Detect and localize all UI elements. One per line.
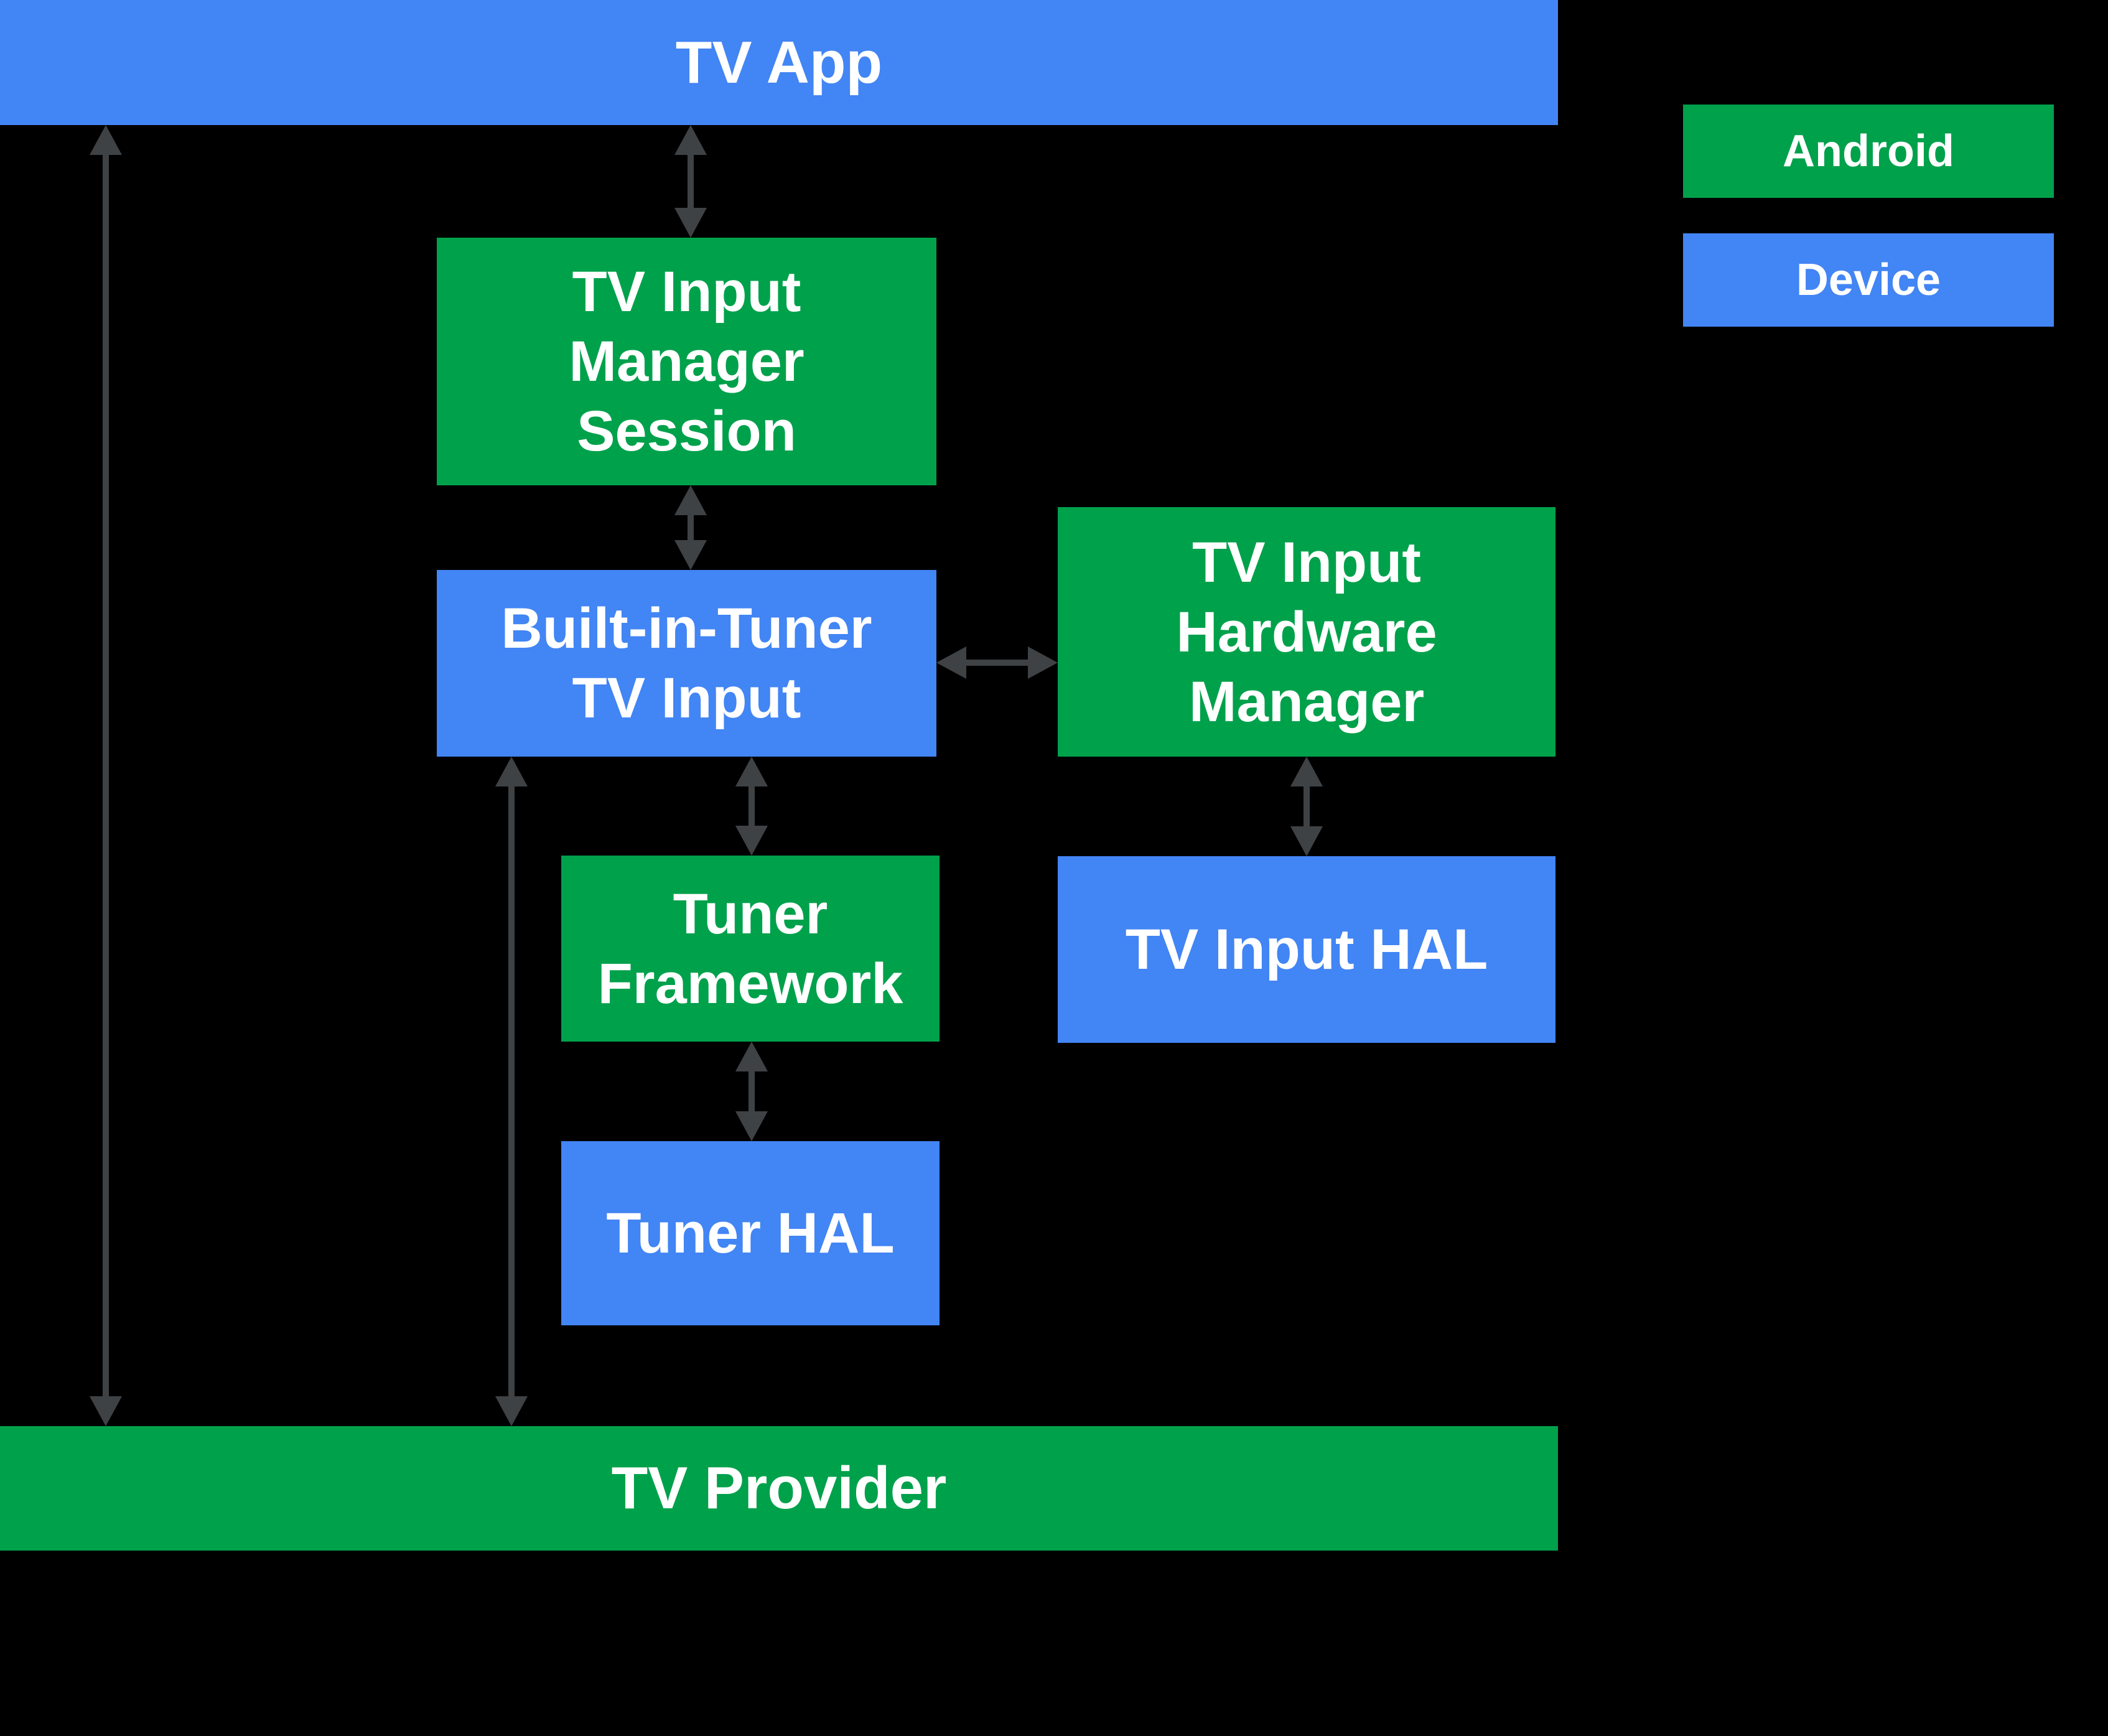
arrow-tv-input-hardware-manager-tv-input-hal xyxy=(1290,757,1323,856)
node-tv-input-manager-session-label: Session xyxy=(577,399,796,463)
node-tv-input-hal: TV Input HAL xyxy=(1058,856,1555,1043)
node-tv-input-manager-session-label: TV Input xyxy=(572,260,801,324)
arrow-tv-app-tv-provider xyxy=(90,125,122,1426)
arrow-tv-input-manager-session-built-in-tuner-tv-input xyxy=(674,485,707,570)
arrow-down-head-icon xyxy=(495,1396,528,1426)
node-tv-app: TV App xyxy=(0,0,1558,125)
arrow-tv-app-tv-input-manager-session xyxy=(674,125,707,238)
arrow-shaft xyxy=(688,152,694,210)
node-tv-input-manager-session-label: Manager xyxy=(569,330,804,393)
node-tv-input-hardware-manager-label: Manager xyxy=(1188,670,1425,734)
arrow-up-head-icon xyxy=(90,125,122,155)
arrow-up-head-icon xyxy=(735,1042,768,1071)
node-built-in-tuner-tv-input-label: Built-in-Tuner xyxy=(501,597,872,660)
legend-device-label: Device xyxy=(1796,255,1941,305)
legend-android-label: Android xyxy=(1783,126,1954,176)
arrow-shaft xyxy=(964,660,1030,666)
node-tuner-framework: Tuner Framework xyxy=(561,856,940,1042)
arrow-built-in-tuner-tv-input-tuner-framework xyxy=(735,757,768,856)
node-built-in-tuner-tv-input-label: TV Input xyxy=(572,666,801,730)
arrow-down-head-icon xyxy=(90,1396,122,1426)
arrow-built-in-tuner-tv-input-tv-provider xyxy=(495,757,528,1426)
arrow-shaft xyxy=(749,784,755,828)
node-tv-input-hardware-manager-label: TV Input xyxy=(1192,530,1421,594)
arrow-down-head-icon xyxy=(674,208,707,238)
node-tv-app-label: TV App xyxy=(675,29,883,96)
node-tv-provider: TV Provider xyxy=(0,1426,1558,1551)
arrow-shaft xyxy=(103,152,109,1399)
arrow-down-head-icon xyxy=(1290,826,1323,856)
arrow-down-head-icon xyxy=(735,1111,768,1141)
node-tuner-hal-label: Tuner HAL xyxy=(606,1202,895,1265)
arrow-built-in-tuner-tv-input-tv-input-hardware-manager xyxy=(936,646,1058,679)
node-tv-input-hardware-manager: TV Input Hardware Manager xyxy=(1058,507,1555,757)
legend-item-device: Device xyxy=(1683,233,2054,327)
arrow-right-head-icon xyxy=(1028,646,1058,679)
arrow-left-head-icon xyxy=(936,646,966,679)
node-tuner-framework-label: Framework xyxy=(597,951,903,1015)
node-tv-input-manager-session: TV Input Manager Session xyxy=(437,238,936,485)
legend-item-android: Android xyxy=(1683,105,2054,198)
arrow-shaft xyxy=(688,513,694,543)
node-built-in-tuner-tv-input: Built-in-Tuner TV Input xyxy=(437,570,936,757)
arrow-tuner-framework-tuner-hal xyxy=(735,1042,768,1141)
node-tv-input-hardware-manager-label: Hardware xyxy=(1176,600,1437,664)
node-tv-input-hal-label: TV Input HAL xyxy=(1125,918,1488,981)
node-tv-provider-label: TV Provider xyxy=(611,1455,947,1521)
node-tuner-hal: Tuner HAL xyxy=(561,1141,940,1325)
arrow-down-head-icon xyxy=(735,826,768,856)
arrow-up-head-icon xyxy=(674,485,707,515)
arrow-shaft xyxy=(508,784,515,1399)
arrow-up-head-icon xyxy=(735,757,768,786)
arrow-down-head-icon xyxy=(674,540,707,570)
arrow-up-head-icon xyxy=(674,125,707,155)
arrow-shaft xyxy=(1304,784,1310,829)
node-tuner-framework-label: Tuner xyxy=(673,882,828,946)
arrow-up-head-icon xyxy=(1290,757,1323,786)
arrow-up-head-icon xyxy=(495,757,528,786)
arrow-shaft xyxy=(749,1069,755,1114)
